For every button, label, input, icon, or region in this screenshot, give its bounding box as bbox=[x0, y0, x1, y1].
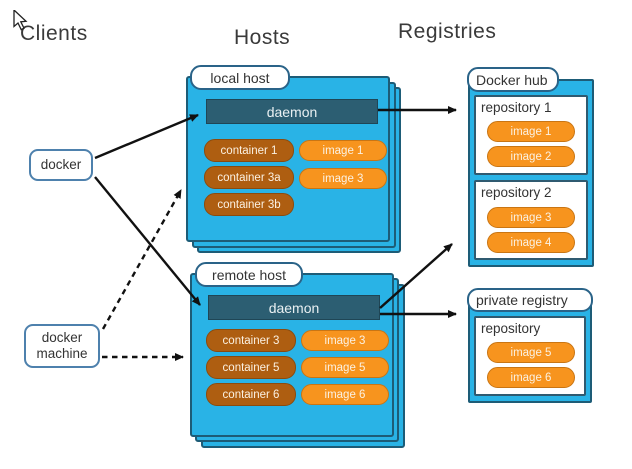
repository-1-name: repository 1 bbox=[481, 100, 552, 115]
image-pill: image 6 bbox=[487, 367, 575, 388]
local-host-label: local host bbox=[190, 65, 290, 90]
mouse-cursor-icon bbox=[13, 10, 28, 31]
image-pill: image 5 bbox=[487, 342, 575, 363]
container-pill: container 3 bbox=[206, 329, 296, 352]
image-pill: image 6 bbox=[301, 384, 389, 405]
docker-machine-client-box: docker machine bbox=[24, 324, 100, 368]
container-pill: container 1 bbox=[204, 139, 294, 162]
arrow-docker-machine-to-local-host bbox=[101, 189, 183, 330]
docker-client-box: docker bbox=[29, 149, 93, 181]
image-pill: image 1 bbox=[487, 121, 575, 142]
image-pill: image 2 bbox=[487, 146, 575, 167]
repository-2-name: repository 2 bbox=[481, 185, 552, 200]
remote-host-label: remote host bbox=[195, 262, 303, 287]
image-pill: image 3 bbox=[299, 168, 387, 189]
container-pill: container 5 bbox=[206, 356, 296, 379]
remote-host-daemon-bar: daemon bbox=[208, 295, 380, 320]
container-pill: container 3b bbox=[204, 193, 294, 216]
image-pill: image 3 bbox=[301, 330, 389, 351]
image-pill: image 5 bbox=[301, 357, 389, 378]
image-pill: image 4 bbox=[487, 232, 575, 253]
private-registry-label: private registry bbox=[467, 288, 593, 312]
image-pill: image 3 bbox=[487, 207, 575, 228]
private-repository-name: repository bbox=[481, 321, 541, 336]
image-pill: image 1 bbox=[299, 140, 387, 161]
clients-heading: Clients bbox=[20, 22, 88, 45]
local-host-daemon-bar: daemon bbox=[206, 99, 378, 124]
arrow-docker-to-remote-daemon bbox=[94, 176, 201, 306]
container-pill: container 3a bbox=[204, 166, 294, 189]
hosts-heading: Hosts bbox=[234, 26, 291, 49]
arrow-docker-to-local-daemon bbox=[94, 113, 199, 160]
container-pill: container 6 bbox=[206, 383, 296, 406]
docker-hub-label: Docker hub bbox=[467, 67, 559, 92]
registries-heading: Registries bbox=[398, 20, 497, 43]
